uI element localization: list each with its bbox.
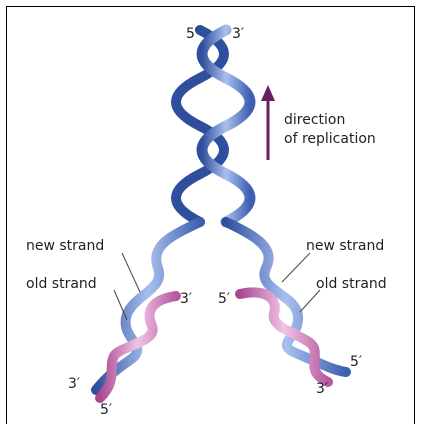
left-3prime-bottom-label: 3′ — [68, 376, 80, 392]
right-3prime-bottom-label: 3′ — [316, 381, 328, 397]
right-new-strand-label: new strand — [306, 238, 384, 254]
top-3prime-label: 3′ — [232, 26, 244, 42]
right-old-strand-label: old strand — [316, 276, 387, 292]
leader-right-new — [282, 253, 310, 282]
right-new-strand — [240, 292, 328, 382]
direction-label-line1: direction — [284, 112, 345, 128]
top-5prime-label: 5′ — [186, 26, 198, 42]
leader-left-new — [122, 253, 140, 292]
left-new-strand — [100, 296, 176, 398]
right-5prime-bottom-label: 5′ — [350, 354, 362, 370]
left-old-strand-label: old strand — [26, 276, 97, 292]
parental-helix — [176, 30, 250, 222]
left-5prime-bottom-label: 5′ — [100, 402, 112, 418]
leader-lines — [114, 253, 320, 320]
left-new-strand-label: new strand — [26, 238, 104, 254]
right-5prime-left-label: 5′ — [218, 291, 230, 307]
leader-left-old — [114, 290, 127, 320]
left-daughter-helix — [96, 222, 200, 398]
leader-right-old — [300, 290, 320, 312]
direction-label-line2: of replication — [284, 131, 376, 147]
left-3prime-right-label: 3′ — [180, 291, 192, 307]
direction-arrow — [261, 85, 275, 160]
